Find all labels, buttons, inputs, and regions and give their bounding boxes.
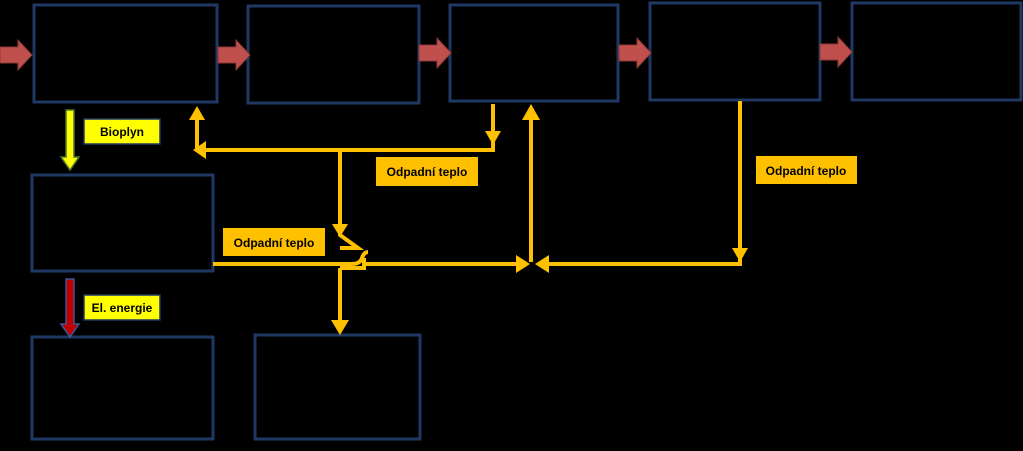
heat-line-biogas-to-merge [213,250,521,270]
label-heat-1: Odpadní teplo [376,157,478,186]
right-arrow-shape [0,38,33,72]
heat-line-box3-to-box1 [204,104,495,152]
process-box-5 [850,1,1023,102]
process-box-3 [448,3,620,103]
heat-consumer-box [253,333,422,441]
label-bioplyn: Bioplyn [83,118,161,145]
biogas-down-arrow-icon [59,109,81,172]
label-el-energie: El. energie [83,294,161,321]
label-el-energie-text: El. energie [92,301,153,315]
energy-down-arrow-icon [59,278,81,339]
right-arrow-shape [618,36,652,70]
label-heat-1-text: Odpadní teplo [387,165,468,179]
process-box-1 [32,3,219,104]
process-box-4 [648,1,822,102]
label-heat-2-text: Odpadní teplo [766,164,847,178]
biogas-unit-box [30,173,215,273]
heat-line-box4-to-merge [546,101,742,266]
right-arrow-icon [0,38,33,72]
arrow-down-icon [332,224,348,237]
right-arrow-shape [819,35,853,69]
energy-consumer-box [30,335,215,441]
arrow-up-icon [189,106,205,120]
heat-line-drop [338,150,365,250]
process-box-2 [246,4,421,105]
right-arrow-icon [418,36,452,70]
arrow-down-icon [331,320,349,335]
arrow-left-icon [535,255,549,273]
arrow-left-icon [193,141,206,159]
label-heat-2: Odpadní teplo [756,156,857,184]
arrow-down-icon [485,131,501,145]
right-arrow-icon [618,36,652,70]
arrow-right-icon [516,255,530,273]
right-arrow-icon [217,38,251,72]
right-arrow-icon [819,35,853,69]
right-arrow-shape [217,38,251,72]
arrow-up-icon [522,104,540,120]
waste-heat-network [189,101,748,335]
label-heat-3: Odpadní teplo [223,228,325,256]
label-heat-3-text: Odpadní teplo [234,236,315,250]
right-arrow-shape [418,36,452,70]
arrow-down-icon [732,248,748,262]
label-bioplyn-text: Bioplyn [100,125,144,139]
